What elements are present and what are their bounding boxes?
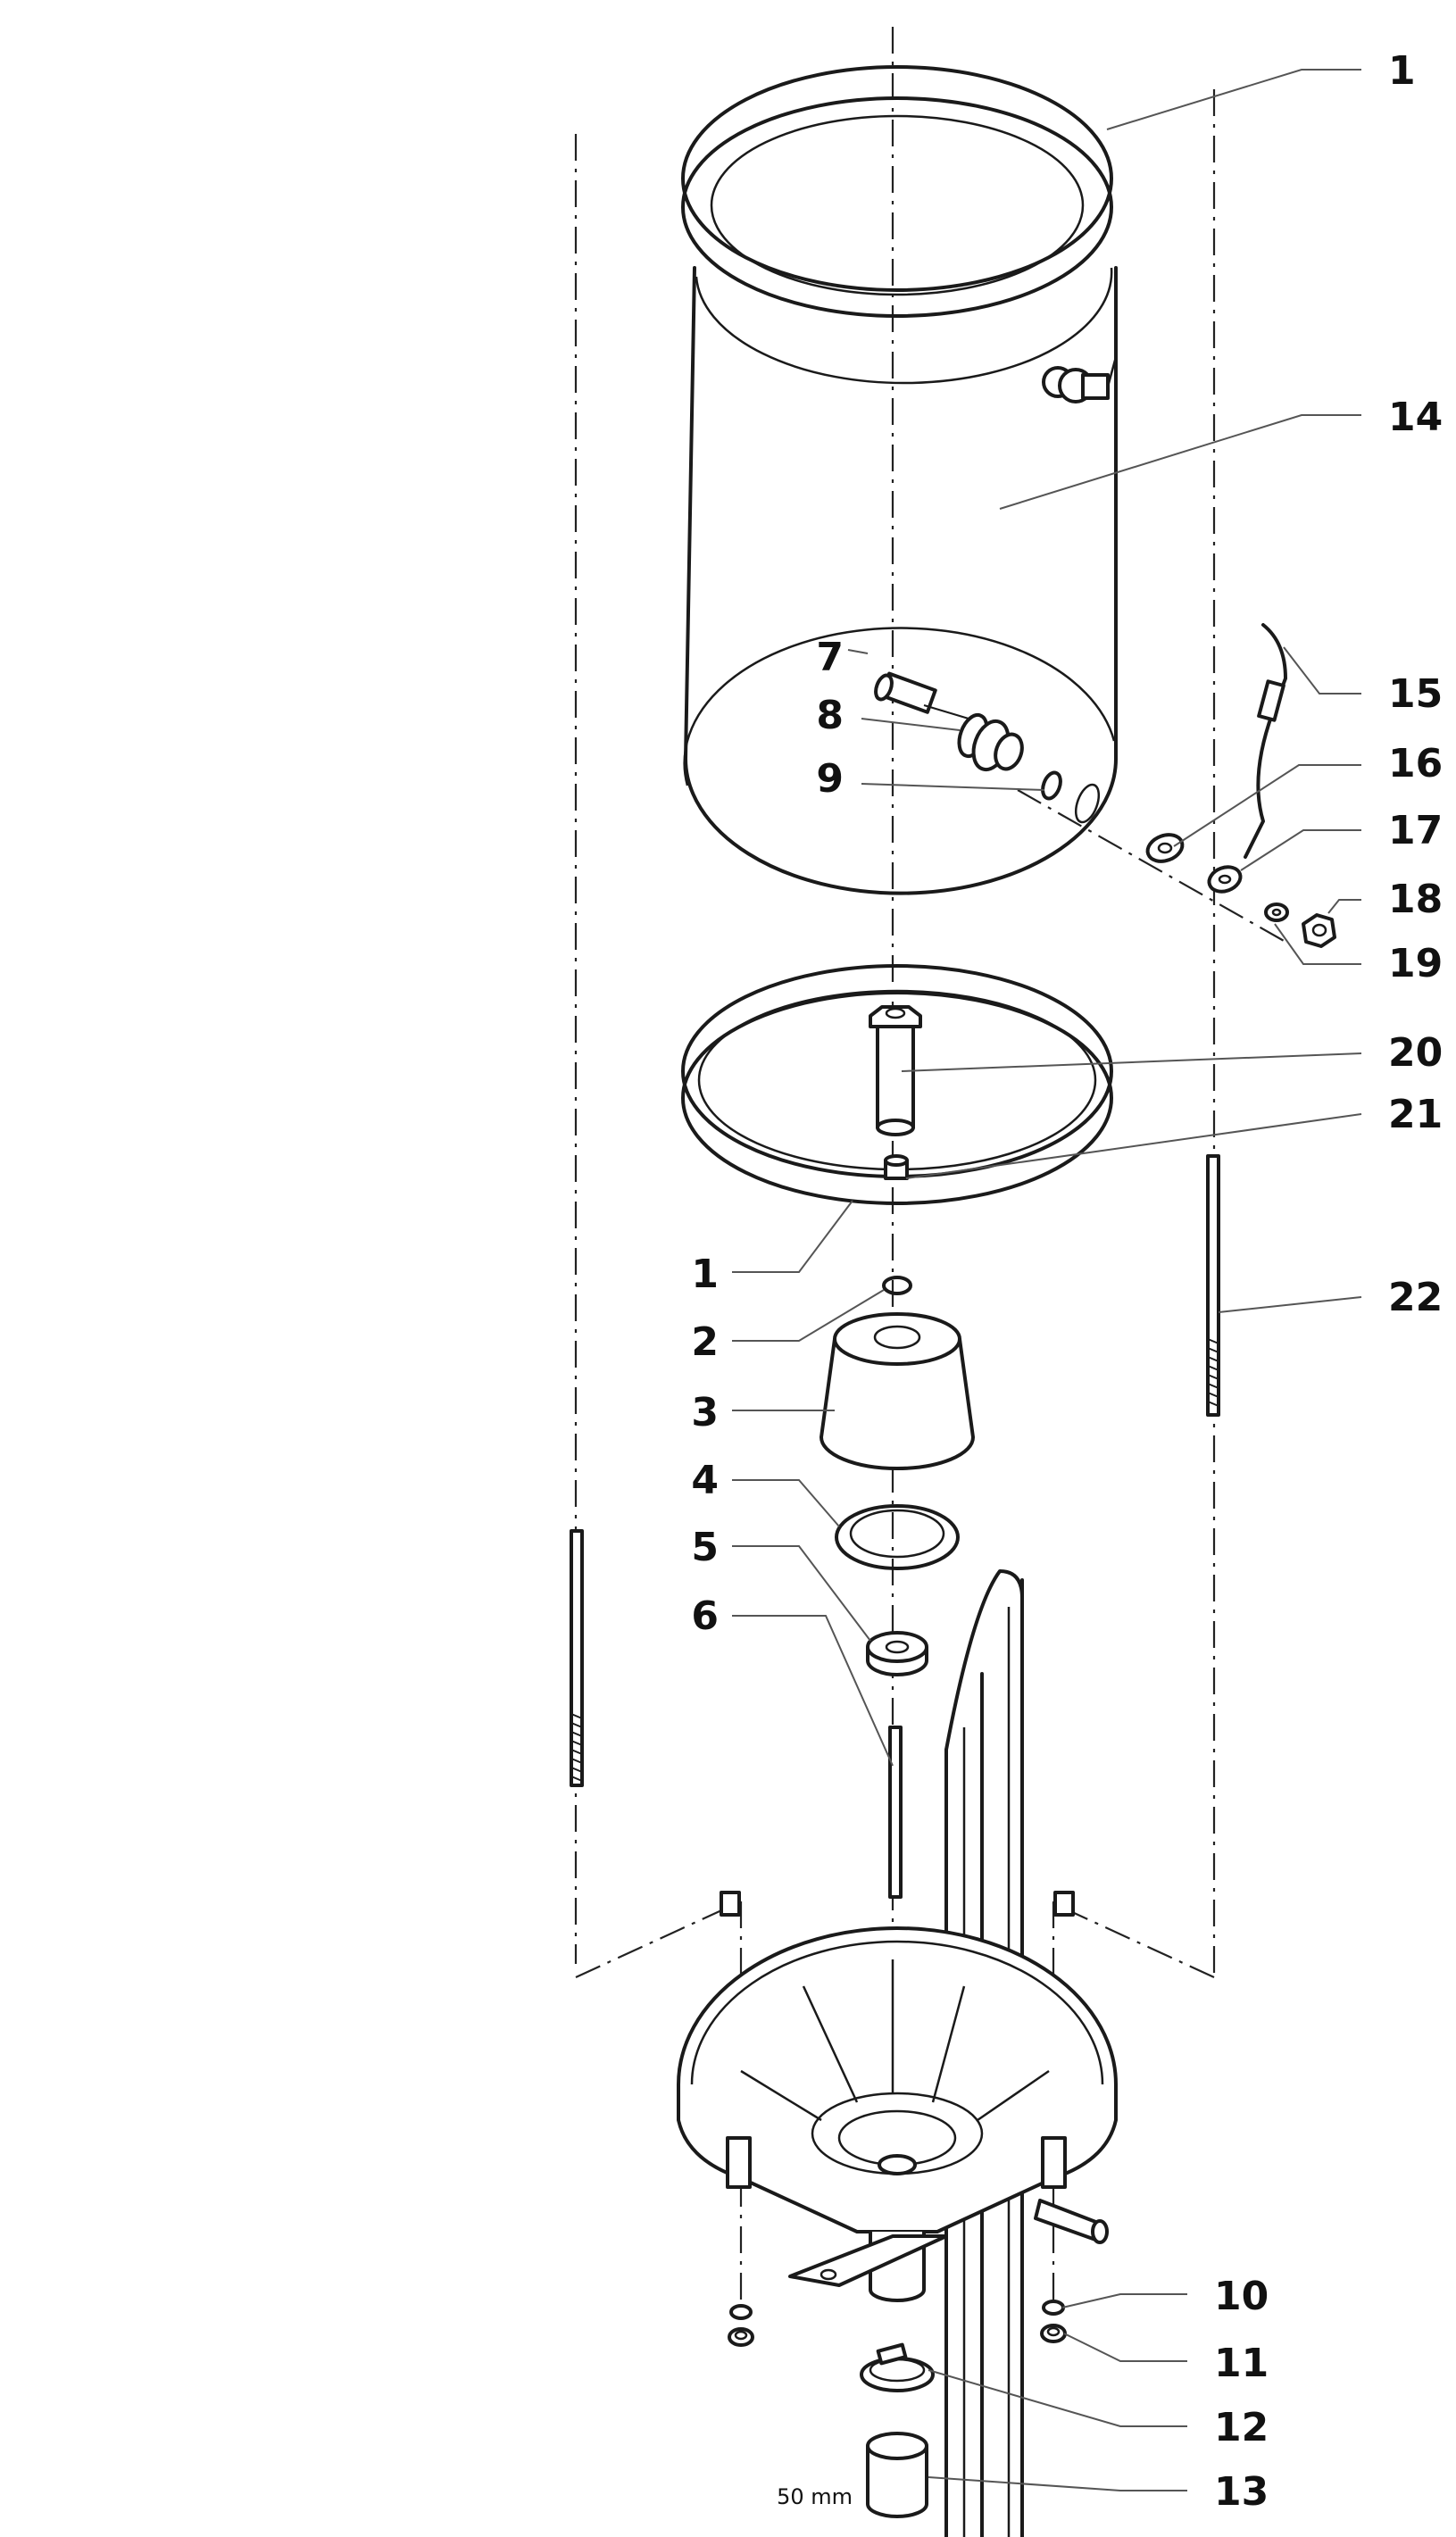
callout-19: 19 xyxy=(1388,941,1443,986)
callout-10: 10 xyxy=(1214,2274,1269,2319)
threaded-rod-right xyxy=(1206,1154,1220,1417)
callout-7: 7 xyxy=(816,635,844,680)
magnet-ring xyxy=(866,1631,928,1676)
callout-18: 18 xyxy=(1388,877,1443,922)
callout-22: 22 xyxy=(1388,1275,1443,1320)
callout-20: 20 xyxy=(1388,1030,1443,1076)
callout-21: 21 xyxy=(1388,1092,1443,1137)
lower-ring-plate xyxy=(681,964,1113,1205)
leader-lines xyxy=(732,69,1362,2491)
threaded-rod-left xyxy=(570,1529,584,1787)
callout-13: 13 xyxy=(1214,2469,1269,2515)
callout-3: 3 xyxy=(691,1390,719,1435)
callout-6: 6 xyxy=(691,1593,719,1639)
callout-1-top: 1 xyxy=(1388,48,1416,94)
callout-8: 8 xyxy=(816,693,844,738)
callout-2: 2 xyxy=(691,1319,719,1365)
top-ring-gasket xyxy=(681,65,1113,318)
callout-1-lower: 1 xyxy=(691,1252,719,1297)
small-o-ring xyxy=(882,1276,912,1295)
callout-11: 11 xyxy=(1214,2341,1269,2386)
cylinder-body xyxy=(683,266,1118,895)
callout-4: 4 xyxy=(691,1458,719,1503)
hose-piece xyxy=(866,2432,928,2518)
dimension-note: 50 mm xyxy=(777,2484,853,2509)
callout-15: 15 xyxy=(1388,671,1443,717)
base-hardware xyxy=(728,2300,1067,2347)
callout-5: 5 xyxy=(691,1525,719,1570)
callout-12: 12 xyxy=(1214,2405,1269,2450)
hose-clamp xyxy=(860,2342,935,2392)
bolt-assembly xyxy=(874,671,1101,824)
ground-cable xyxy=(1244,623,1287,859)
callout-9: 9 xyxy=(816,756,844,802)
pin xyxy=(888,1726,903,1899)
callout-14: 14 xyxy=(1388,395,1443,440)
hardware-washers xyxy=(1145,833,1336,948)
funnel-base xyxy=(677,1891,1118,2302)
callout-17: 17 xyxy=(1388,808,1443,853)
callout-16: 16 xyxy=(1388,741,1443,786)
callout-labels: 1 14 7 8 9 15 16 17 18 19 20 21 1 22 2 3… xyxy=(691,48,1443,2515)
funnel-cap xyxy=(820,1312,975,1470)
flat-ring xyxy=(835,1504,960,1570)
